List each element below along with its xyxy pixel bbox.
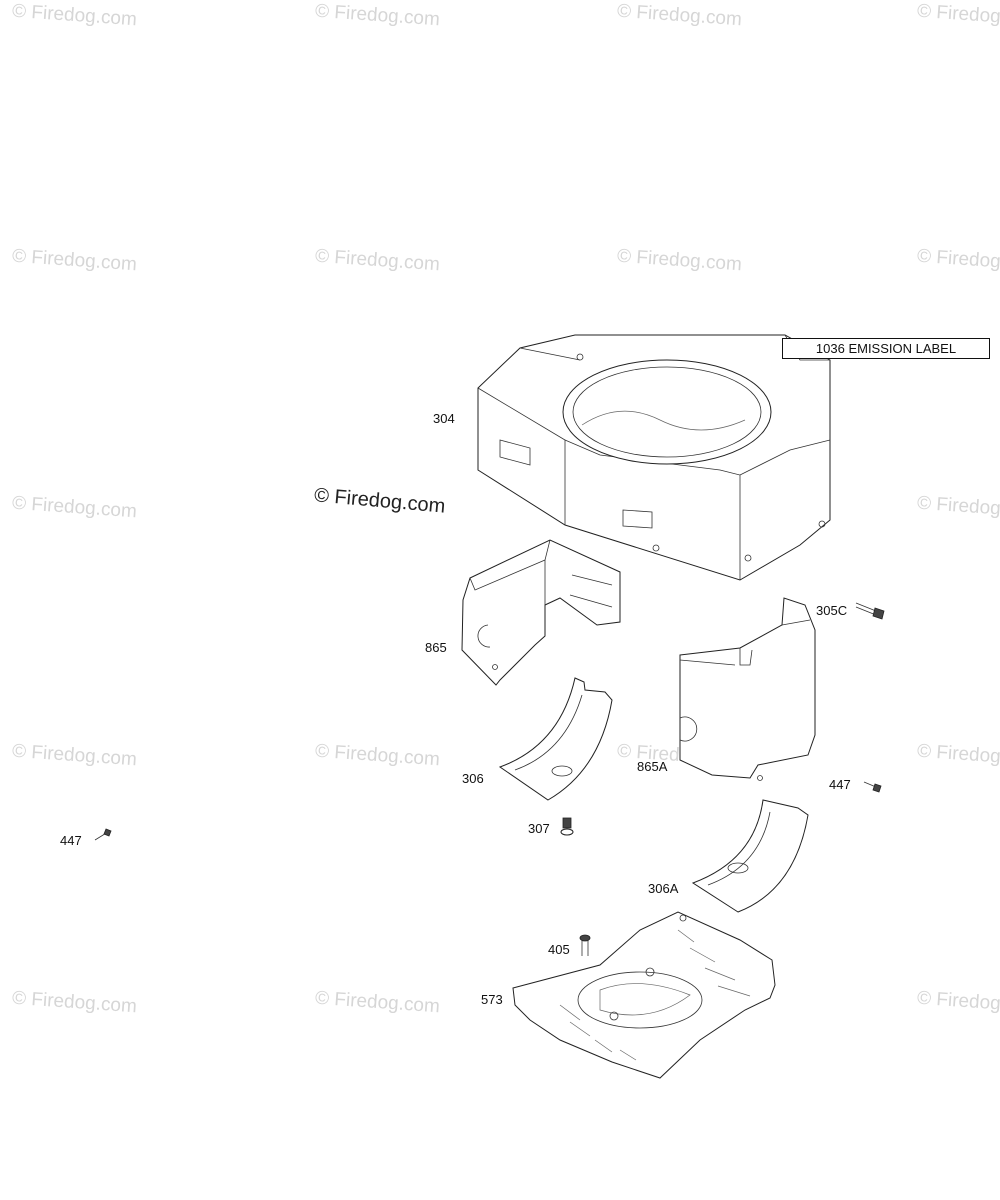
part-865-shroud [461,539,621,686]
callout-306a: 306A [648,881,679,896]
part-305c-screw [855,602,885,620]
part-447-screw [863,781,882,793]
part-865a-shroud [679,597,816,781]
part-447-screw [94,828,112,841]
callout-306: 306 [462,771,484,786]
callout-865: 865 [425,640,447,655]
callout-307: 307 [528,821,550,836]
part-405-screw [579,934,591,956]
callout-865a: 865A [637,759,668,774]
callout-305c: 305C [816,603,848,618]
callout-304: 304 [433,411,455,426]
part-307-nut [560,817,574,836]
part-573-base-plate [512,911,776,1079]
callout-405: 405 [548,942,570,957]
emission-label: 1036 EMISSION LABEL [782,338,990,359]
callout-573: 573 [481,992,503,1007]
callout-447-left: 447 [60,833,82,848]
part-306a-baffle [691,799,809,913]
part-306-baffle [498,677,613,801]
part-304-blower-housing [477,334,831,581]
callout-447-right: 447 [829,777,851,792]
